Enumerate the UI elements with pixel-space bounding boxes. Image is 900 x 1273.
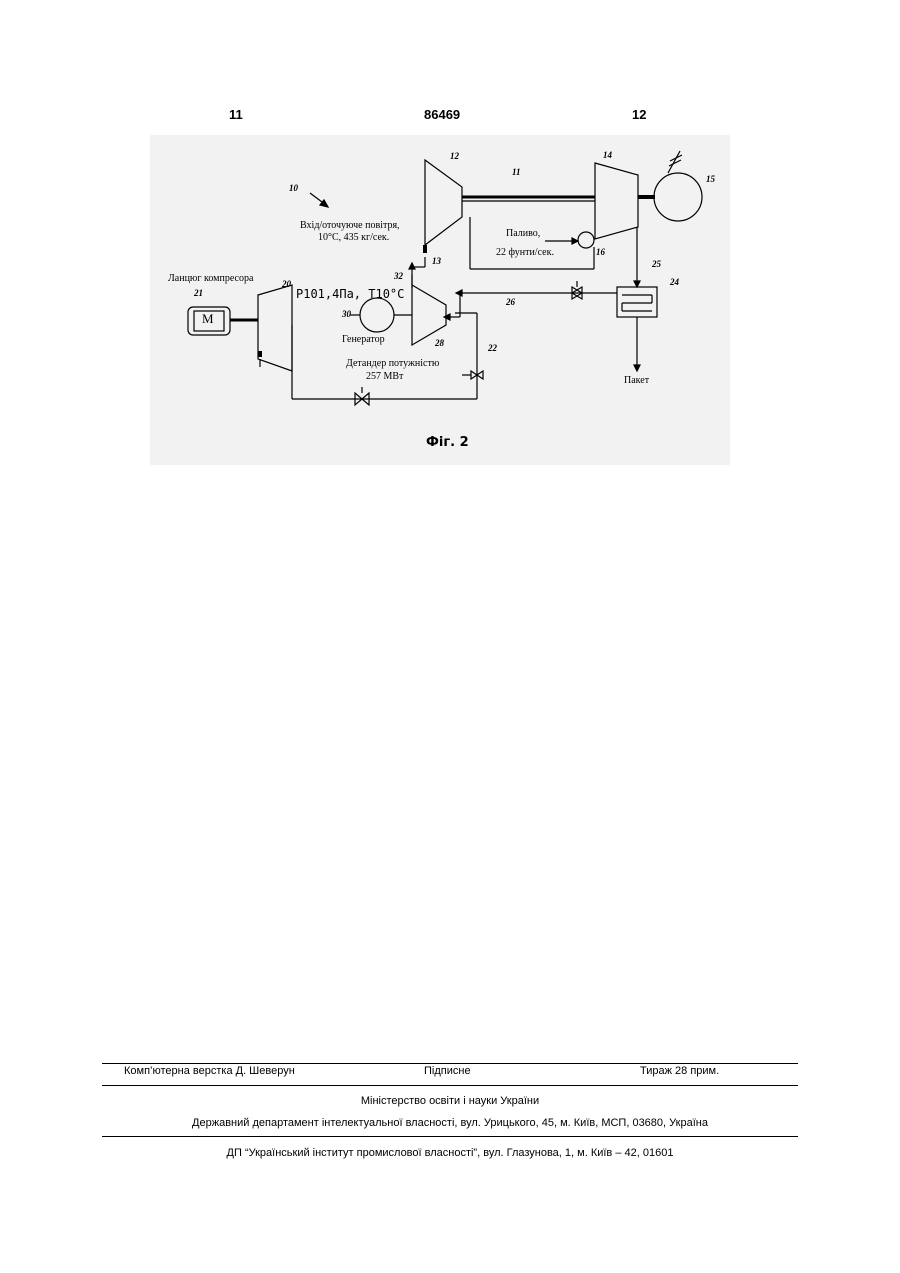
- page-number-right: 12: [632, 107, 646, 122]
- ref-21: 21: [194, 288, 203, 298]
- gas-turbine-compressor: [425, 160, 462, 245]
- heat-exchanger: [617, 287, 657, 317]
- footer-department: Державний департамент інтелектуальної вл…: [0, 1117, 900, 1129]
- label-motor: M: [202, 313, 214, 325]
- footer-institute: ДП “Український інститут промислової вла…: [0, 1147, 900, 1159]
- figure-caption: Фіг. 2: [426, 435, 469, 450]
- schematic-drawing: [150, 135, 730, 465]
- label-intake: Вхід/оточуюче повітря,: [300, 220, 400, 232]
- footer-signed: Підписне: [424, 1065, 471, 1077]
- ref-28: 28: [435, 338, 444, 348]
- label-generator: Генератор: [342, 334, 385, 346]
- ref-11: 11: [512, 167, 521, 177]
- ref-16: 16: [596, 247, 605, 257]
- label-compressor-chain: Ланцюг компресора: [168, 273, 253, 285]
- footer-ministry: Міністерство освіти і науки України: [0, 1095, 900, 1107]
- figure-2-diagram: Вхід/оточуюче повітря, 10°С, 435 кг/сек.…: [150, 135, 730, 465]
- ref-15: 15: [706, 174, 715, 184]
- main-generator: [654, 173, 702, 221]
- label-intake-params: 10°С, 435 кг/сек.: [318, 232, 389, 244]
- ref-10: 10: [289, 183, 298, 193]
- chain-compressor: [258, 285, 292, 371]
- label-fuel-rate: 22 фунти/сек.: [496, 247, 554, 259]
- ref-12: 12: [450, 151, 459, 161]
- footer-rule-top: [102, 1063, 798, 1064]
- label-expander: Детандер потужністю: [346, 358, 439, 370]
- expander-generator: [360, 298, 394, 332]
- ref-13: 13: [432, 256, 441, 266]
- label-fuel: Паливо,: [506, 228, 540, 240]
- ref-26: 26: [506, 297, 515, 307]
- ref-24: 24: [670, 277, 679, 287]
- footer-circulation: Тираж 28 прим.: [640, 1065, 719, 1077]
- label-expander-power: 257 МВт: [366, 371, 403, 383]
- patent-number: 86469: [424, 107, 460, 122]
- power-expander: [412, 285, 446, 345]
- ref-32: 32: [394, 271, 403, 281]
- gas-turbine: [595, 163, 638, 239]
- footer-rule-middle: [102, 1085, 798, 1086]
- ref-25: 25: [652, 259, 661, 269]
- footer-rule-bottom: [102, 1136, 798, 1137]
- ref-22: 22: [488, 343, 497, 353]
- label-package: Пакет: [624, 375, 649, 387]
- page-number-left: 11: [229, 107, 243, 122]
- label-pressure-temp: P101,4Па, T10°C: [296, 287, 404, 301]
- ref-30: 30: [342, 309, 351, 319]
- ref-14: 14: [603, 150, 612, 160]
- footer-layout-credit: Комп’ютерна верстка Д. Шеверун: [124, 1065, 295, 1077]
- combustor: [578, 232, 594, 248]
- ref-20: 20: [282, 279, 291, 289]
